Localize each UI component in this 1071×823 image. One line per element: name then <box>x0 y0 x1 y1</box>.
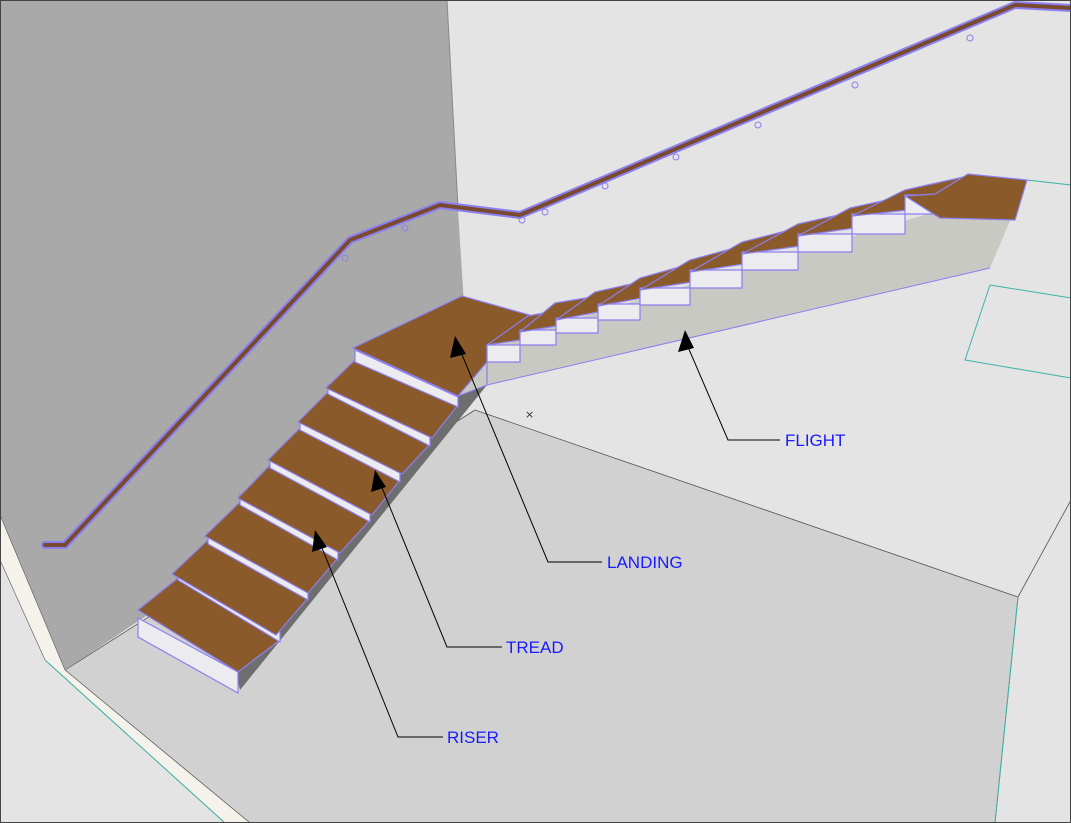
wall-corner-edge <box>446 0 459 209</box>
landing-label: LANDING <box>607 553 683 572</box>
flight-label: FLIGHT <box>785 431 845 450</box>
lower-floor <box>64 409 1019 823</box>
upper-flight <box>486 173 1028 363</box>
upper-floor-slab <box>964 284 1071 379</box>
handrail-brackets <box>341 34 974 262</box>
riser-leader <box>317 537 443 738</box>
lower-flight <box>136 349 459 695</box>
upper-flight-stringer <box>487 185 1025 385</box>
riser-label: RISER <box>447 728 499 747</box>
arrowhead-icon <box>450 336 466 358</box>
upper-floor-slab-top <box>989 284 1071 299</box>
arrowhead-icon <box>678 330 694 352</box>
floor-right-edge <box>1017 499 1071 598</box>
upper-floor-outline <box>1026 179 1071 186</box>
floor-right-edge-2 <box>994 596 1019 823</box>
cursor-cross-icon: × <box>525 408 534 421</box>
flight-leader <box>684 339 780 441</box>
leader-lines <box>317 339 780 738</box>
left-floor-strip <box>0 514 251 823</box>
tread-label: TREAD <box>506 638 564 657</box>
arrowheads <box>312 330 694 552</box>
left-wall <box>0 0 470 670</box>
handrail <box>41 1 1071 549</box>
arrowhead-icon <box>312 530 327 552</box>
floor-edge-line <box>44 659 226 823</box>
landing-leader <box>457 344 602 563</box>
tread-leader <box>377 477 502 648</box>
arrowhead-icon <box>371 470 386 492</box>
